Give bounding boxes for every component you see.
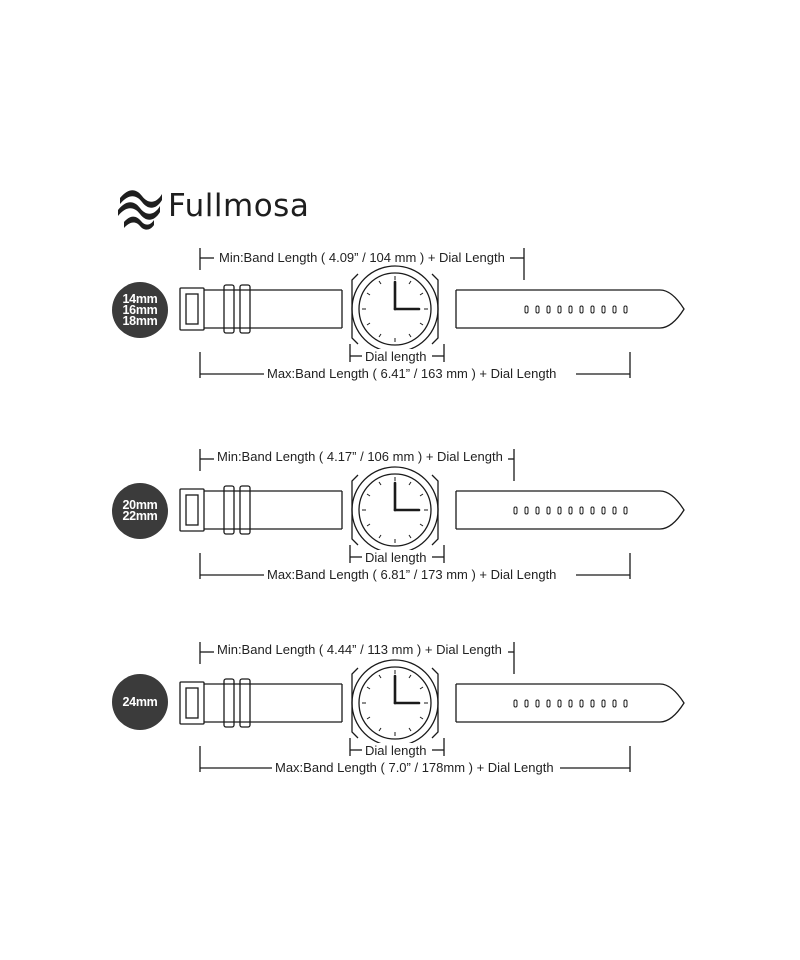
- badge-size: 18mm: [122, 313, 158, 328]
- dial-length-label: Dial length: [362, 743, 430, 758]
- brand-logo: Fullmosa: [114, 184, 324, 232]
- badge-size: 22mm: [122, 509, 158, 523]
- min-length-label: Min:Band Length ( 4.09” / 104 mm ) + Dia…: [216, 250, 508, 265]
- max-length-label: Max:Band Length ( 6.41” / 163 mm ) + Dia…: [264, 366, 560, 381]
- badge-size: 24mm: [122, 694, 158, 709]
- strap-width-badge: 20mm 22mm: [112, 483, 168, 539]
- wave-logo-icon: [118, 190, 162, 230]
- badge-size: 20mm: [122, 498, 158, 512]
- brand-name: Fullmosa: [168, 188, 310, 224]
- size-diagram-1: 14mm 16mm 18mm Min:Band Length ( 4.09” /…: [0, 240, 800, 381]
- watch-strap-drawing: [179, 248, 685, 378]
- min-length-label: Min:Band Length ( 4.17” / 106 mm ) + Dia…: [214, 449, 506, 464]
- size-diagram-3: 24mm Min:Band Length ( 4.44” / 113 mm ) …: [0, 634, 800, 775]
- min-length-label: Min:Band Length ( 4.44” / 113 mm ) + Dia…: [214, 642, 505, 657]
- badge-size: 14mm: [122, 291, 158, 306]
- strap-width-badge: 14mm 16mm 18mm: [112, 282, 168, 338]
- max-length-label: Max:Band Length ( 7.0” / 178mm ) + Dial …: [272, 760, 557, 775]
- strap-width-badge: 24mm: [112, 674, 168, 730]
- watch-strap-drawing: [179, 449, 685, 579]
- size-diagram-2: 20mm 22mm Min:Band Length ( 4.17” / 106 …: [0, 441, 800, 582]
- dial-length-label: Dial length: [362, 550, 430, 565]
- watch-strap-drawing: [179, 642, 685, 772]
- max-length-label: Max:Band Length ( 6.81” / 173 mm ) + Dia…: [264, 567, 560, 582]
- dial-length-label: Dial length: [362, 349, 430, 364]
- badge-size: 16mm: [122, 302, 158, 317]
